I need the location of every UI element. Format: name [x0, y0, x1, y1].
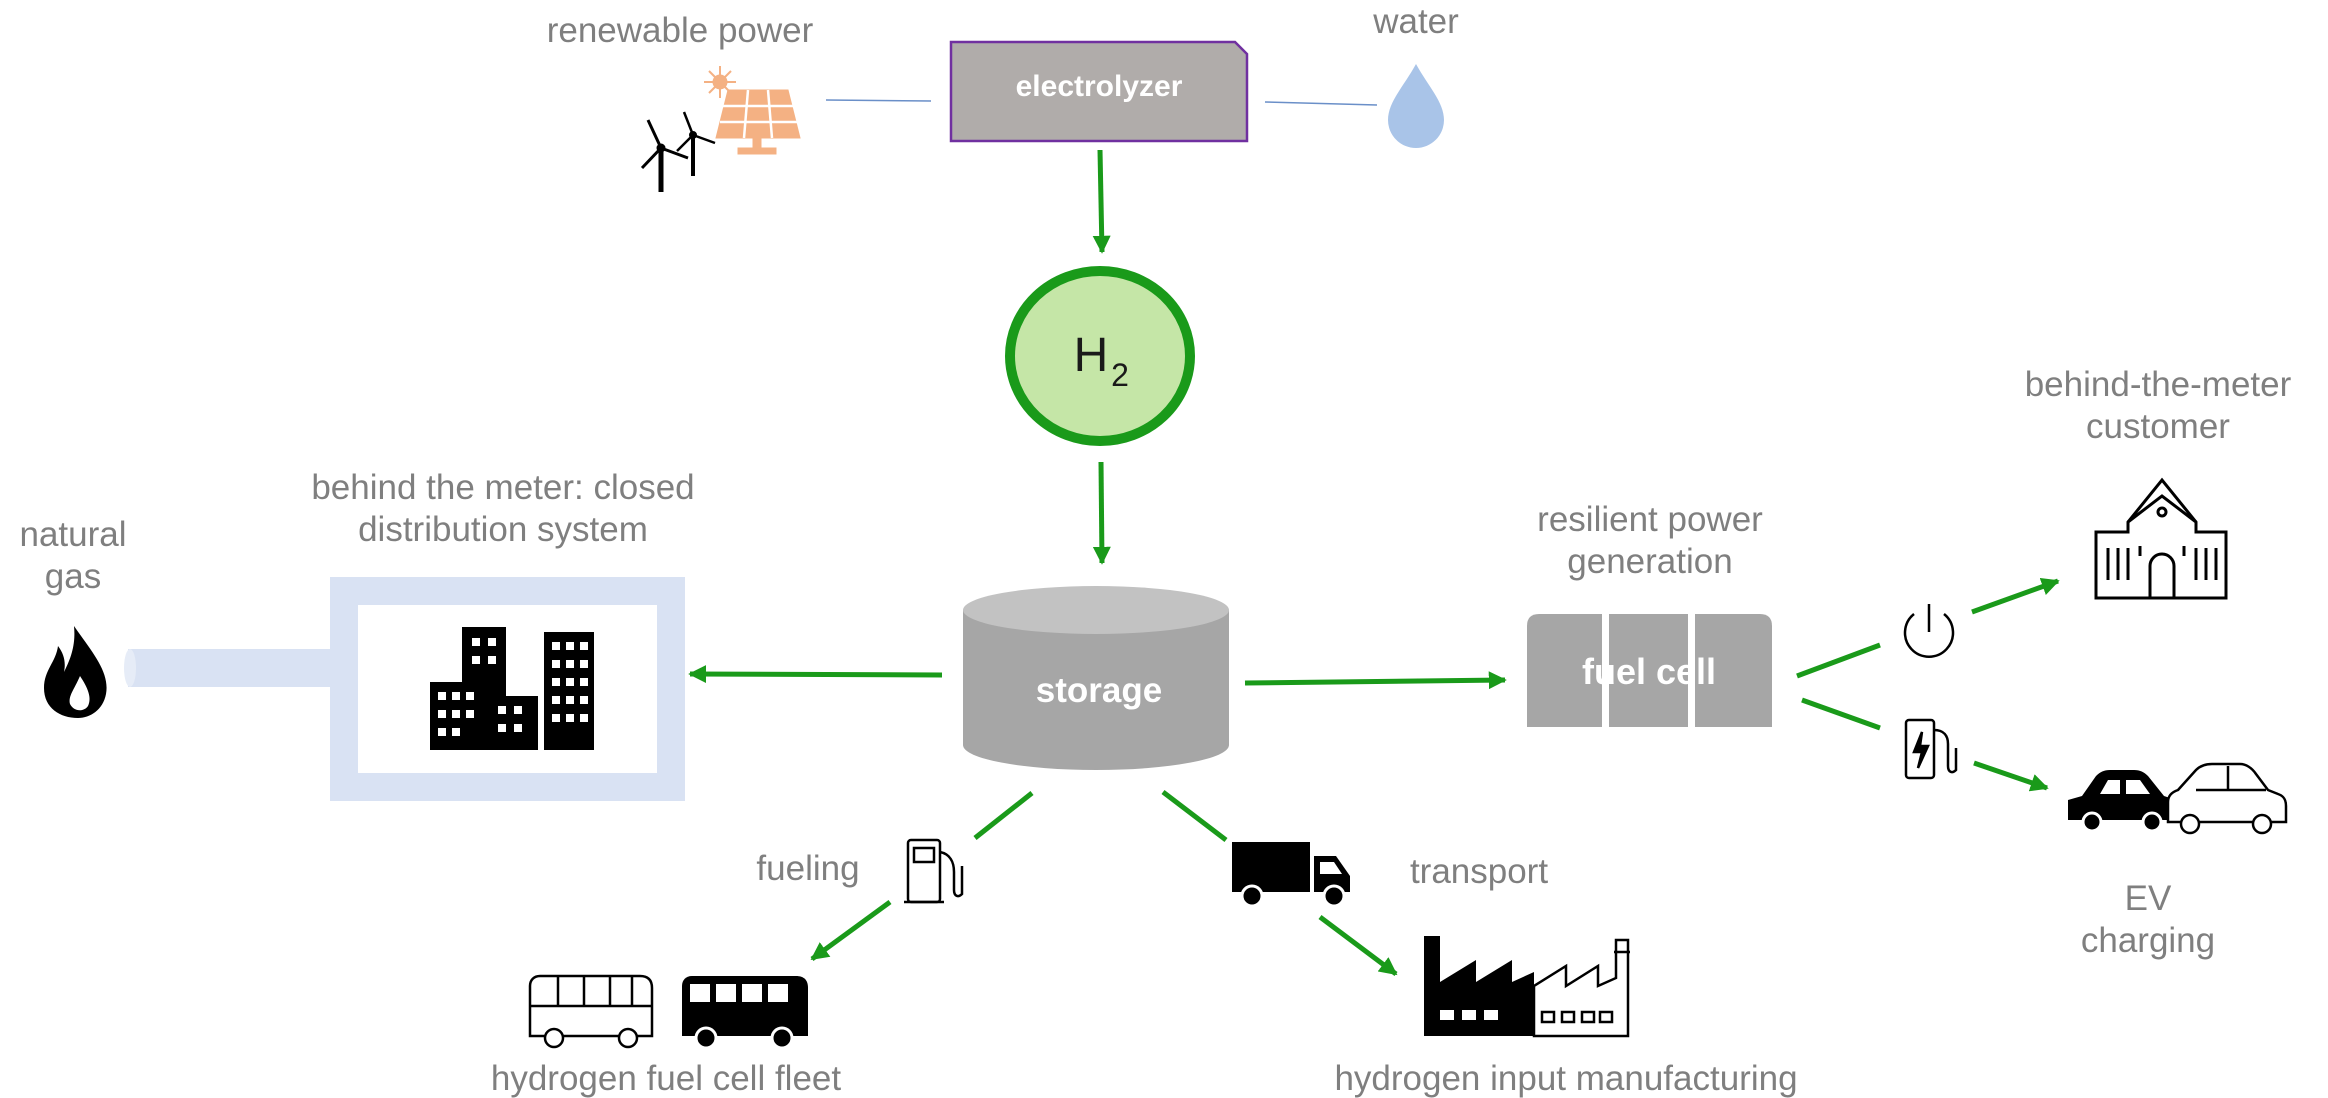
school-building-icon: [2094, 477, 2228, 600]
electrolyzer-to-h2-arrow: [1092, 149, 1111, 254]
factory-filled-icon: [1424, 936, 1534, 1036]
power-connector-line: [825, 99, 932, 102]
charger-to-ev-arrow: [1973, 760, 2049, 792]
electrolyzer-box: electrolyzer: [949, 40, 1249, 143]
ev-charging-label-line2: charging: [2081, 921, 2215, 960]
flame-icon: [44, 626, 107, 718]
ev-car-outline-icon: [2166, 762, 2288, 835]
storage-to-fuelcell-arrow: [1244, 671, 1507, 690]
storage-cylinder: storage: [963, 586, 1229, 770]
fueling-to-fleet-arrow: [810, 899, 892, 962]
closed-distribution-frame: [330, 577, 685, 801]
fleet-label: hydrogen fuel cell fleet: [491, 1059, 841, 1098]
factory-outline-icon: [1532, 938, 1630, 1038]
closed-distribution-label-line2: distribution system: [358, 510, 648, 549]
truck-icon: [1232, 842, 1350, 908]
city-buildings-icon: [430, 627, 594, 750]
transport-label: transport: [1410, 852, 1548, 891]
h2-node: H 2: [1005, 266, 1195, 446]
fuelcell-branch-upper: [1796, 642, 1881, 679]
power-to-customer-arrow: [1971, 578, 2060, 615]
bus-outline-icon: [528, 974, 654, 1049]
closed-distribution-label-line1: behind the meter: closed: [311, 468, 694, 507]
water-label: water: [1372, 2, 1459, 41]
natural-gas-label-line2: gas: [45, 557, 101, 596]
renewable-power-label: renewable power: [547, 11, 814, 50]
h2-subscript: 2: [1111, 357, 1129, 393]
btm-customer-label-line1: behind-the-meter: [2025, 365, 2292, 404]
electrolyzer-label: electrolyzer: [1016, 70, 1183, 103]
power-button-icon: [1903, 604, 1955, 658]
water-connector-line: [1264, 101, 1378, 106]
storage-to-transport-line: [1161, 790, 1228, 842]
fuel-pump-icon: [904, 838, 964, 904]
storage-to-distribution-arrow: [688, 665, 943, 684]
fuelcell-branch-lower: [1801, 697, 1881, 731]
water-drop-icon: [1388, 64, 1444, 148]
ev-car-black-icon: [2068, 770, 2176, 833]
storage-label: storage: [1036, 671, 1162, 710]
fueling-label: fueling: [756, 849, 859, 888]
fuel-cell-label: fuel cell: [1582, 651, 1716, 692]
ev-charger-icon: [1904, 718, 1958, 780]
transport-to-manufacturing-arrow: [1318, 915, 1398, 976]
solar-panel-grid: [720, 89, 797, 139]
ev-charging-label-line1: EV: [2125, 879, 2172, 918]
fuel-cell-box: fuel cell: [1527, 614, 1772, 727]
resilient-power-label-line1: resilient power: [1537, 500, 1763, 539]
h2-symbol: H: [1074, 329, 1109, 382]
manufacturing-label: hydrogen input manufacturing: [1334, 1059, 1797, 1098]
bus-filled-icon: [682, 976, 808, 1050]
h2-to-storage-arrow: [1092, 461, 1111, 565]
storage-to-fueling-line: [973, 791, 1034, 840]
resilient-power-label-line2: generation: [1567, 542, 1732, 581]
solar-panel-icon: [704, 66, 801, 155]
natural-gas-label-line1: natural: [19, 515, 126, 554]
wind-turbine-icon: [640, 111, 716, 192]
btm-customer-label-line2: customer: [2086, 407, 2230, 446]
gas-pipe: [124, 649, 334, 687]
